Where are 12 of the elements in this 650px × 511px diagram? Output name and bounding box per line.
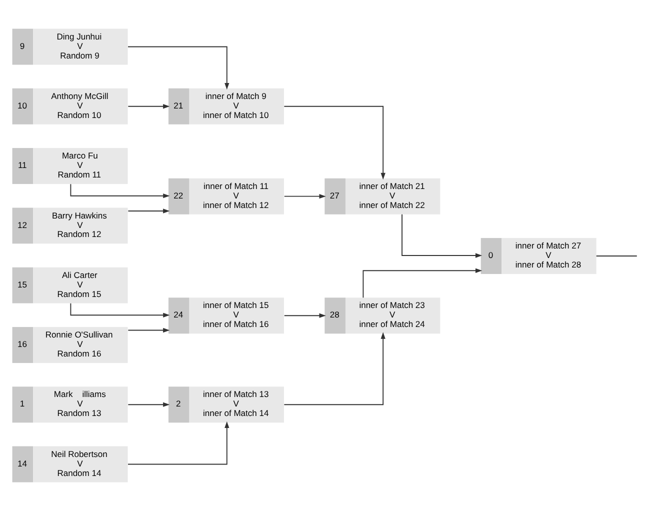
arrow (128, 46, 230, 90)
arrow (128, 328, 170, 333)
arrow (128, 104, 170, 109)
arrow (402, 214, 482, 258)
arrow (362, 268, 482, 298)
arrow (284, 332, 386, 406)
arrow (128, 402, 170, 407)
arrow (128, 208, 170, 214)
arrow (128, 421, 230, 465)
arrow (284, 313, 326, 318)
arrow (284, 194, 326, 199)
arrow (284, 106, 386, 180)
